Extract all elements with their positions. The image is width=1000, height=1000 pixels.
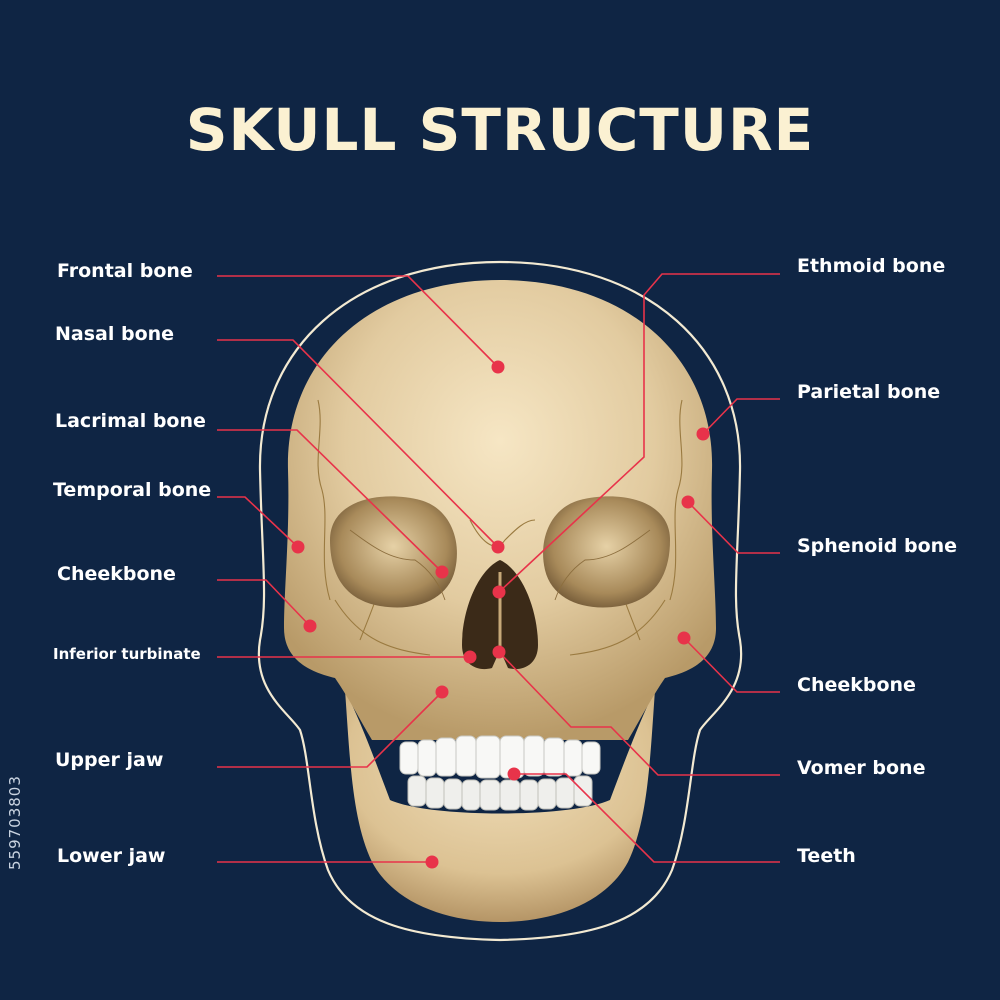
label-nasal-bone: Nasal bone [55,323,175,345]
leader-frontal [217,275,499,368]
leader-lines [217,273,780,863]
leader-upper-jaw [217,691,443,768]
label-temporal-bone: Temporal bone [53,479,212,501]
dot-cheek-left [303,619,317,633]
dot-cheek-right [677,631,691,645]
page-title: SKULL STRUCTURE [185,96,815,164]
dot-parietal [696,427,710,441]
leader-teeth [514,773,780,863]
dot-sphenoid [681,495,695,509]
dot-vomer [492,645,506,659]
label-cheekbone-right: Cheekbone [797,674,916,696]
label-lower-jaw: Lower jaw [57,845,166,867]
orbit-sutures [349,529,651,601]
leader-cheek-left [217,579,311,627]
label-teeth: Teeth [797,845,856,867]
label-frontal-bone: Frontal bone [57,260,193,282]
right-orbit [543,496,670,608]
dot-teeth [507,767,521,781]
pointer-dots [291,360,710,869]
label-lacrimal-bone: Lacrimal bone [55,410,206,432]
leader-lacrimal [217,429,443,573]
lower-teeth [407,775,593,811]
label-parietal-bone: Parietal bone [797,381,941,403]
left-orbit [330,496,457,608]
label-vomer-bone: Vomer bone [797,757,926,779]
cranium-shape [284,280,716,740]
label-upper-jaw: Upper jaw [55,749,164,771]
mandible-shape [345,690,655,922]
skull-outline [257,260,743,942]
label-sphenoid-bone: Sphenoid bone [797,535,958,557]
leader-parietal [702,398,780,435]
dot-turbinate [463,650,477,664]
dot-temporal [291,540,305,554]
leader-cheek-right [683,637,780,693]
dot-frontal [491,360,505,374]
leader-temporal [217,496,299,548]
leader-sphenoid [687,501,780,554]
dot-nasal [491,540,505,554]
dot-lacrimal [435,565,449,579]
upper-teeth [399,735,601,779]
label-cheekbone-left: Cheekbone [57,563,176,585]
dot-lower-jaw [425,855,439,869]
leader-vomer [498,651,780,776]
label-inferior-turbinate: Inferior turbinate [53,645,201,663]
leader-nasal [217,339,499,548]
side-id-text: 559703803 [6,775,24,870]
dot-upper-jaw [435,685,449,699]
leader-ethmoid [498,273,780,593]
label-ethmoid-bone: Ethmoid bone [797,255,946,277]
dot-ethmoid [492,585,506,599]
